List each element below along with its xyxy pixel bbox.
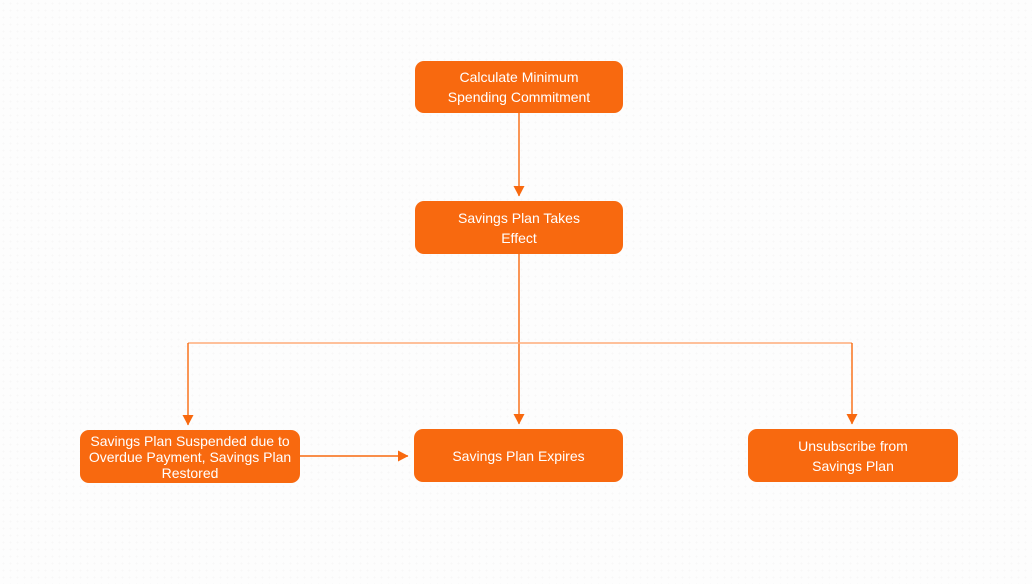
node-label: Unsubscribe from Savings Plan bbox=[798, 437, 908, 474]
node-savings-plan-expires: Savings Plan Expires bbox=[414, 429, 623, 482]
node-label: Savings Plan Suspended due to Overdue Pa… bbox=[88, 432, 292, 481]
node-label: Savings Plan Takes Effect bbox=[458, 209, 580, 246]
node-savings-plan-suspended-restored: Savings Plan Suspended due to Overdue Pa… bbox=[80, 430, 300, 483]
node-label: Savings Plan Expires bbox=[452, 447, 585, 464]
node-calculate-minimum-spending-commitment: Calculate Minimum Spending Commitment bbox=[415, 61, 623, 113]
node-unsubscribe-from-savings-plan: Unsubscribe from Savings Plan bbox=[748, 429, 958, 482]
node-savings-plan-takes-effect: Savings Plan Takes Effect bbox=[415, 201, 623, 254]
node-label: Calculate Minimum Spending Commitment bbox=[447, 69, 591, 105]
